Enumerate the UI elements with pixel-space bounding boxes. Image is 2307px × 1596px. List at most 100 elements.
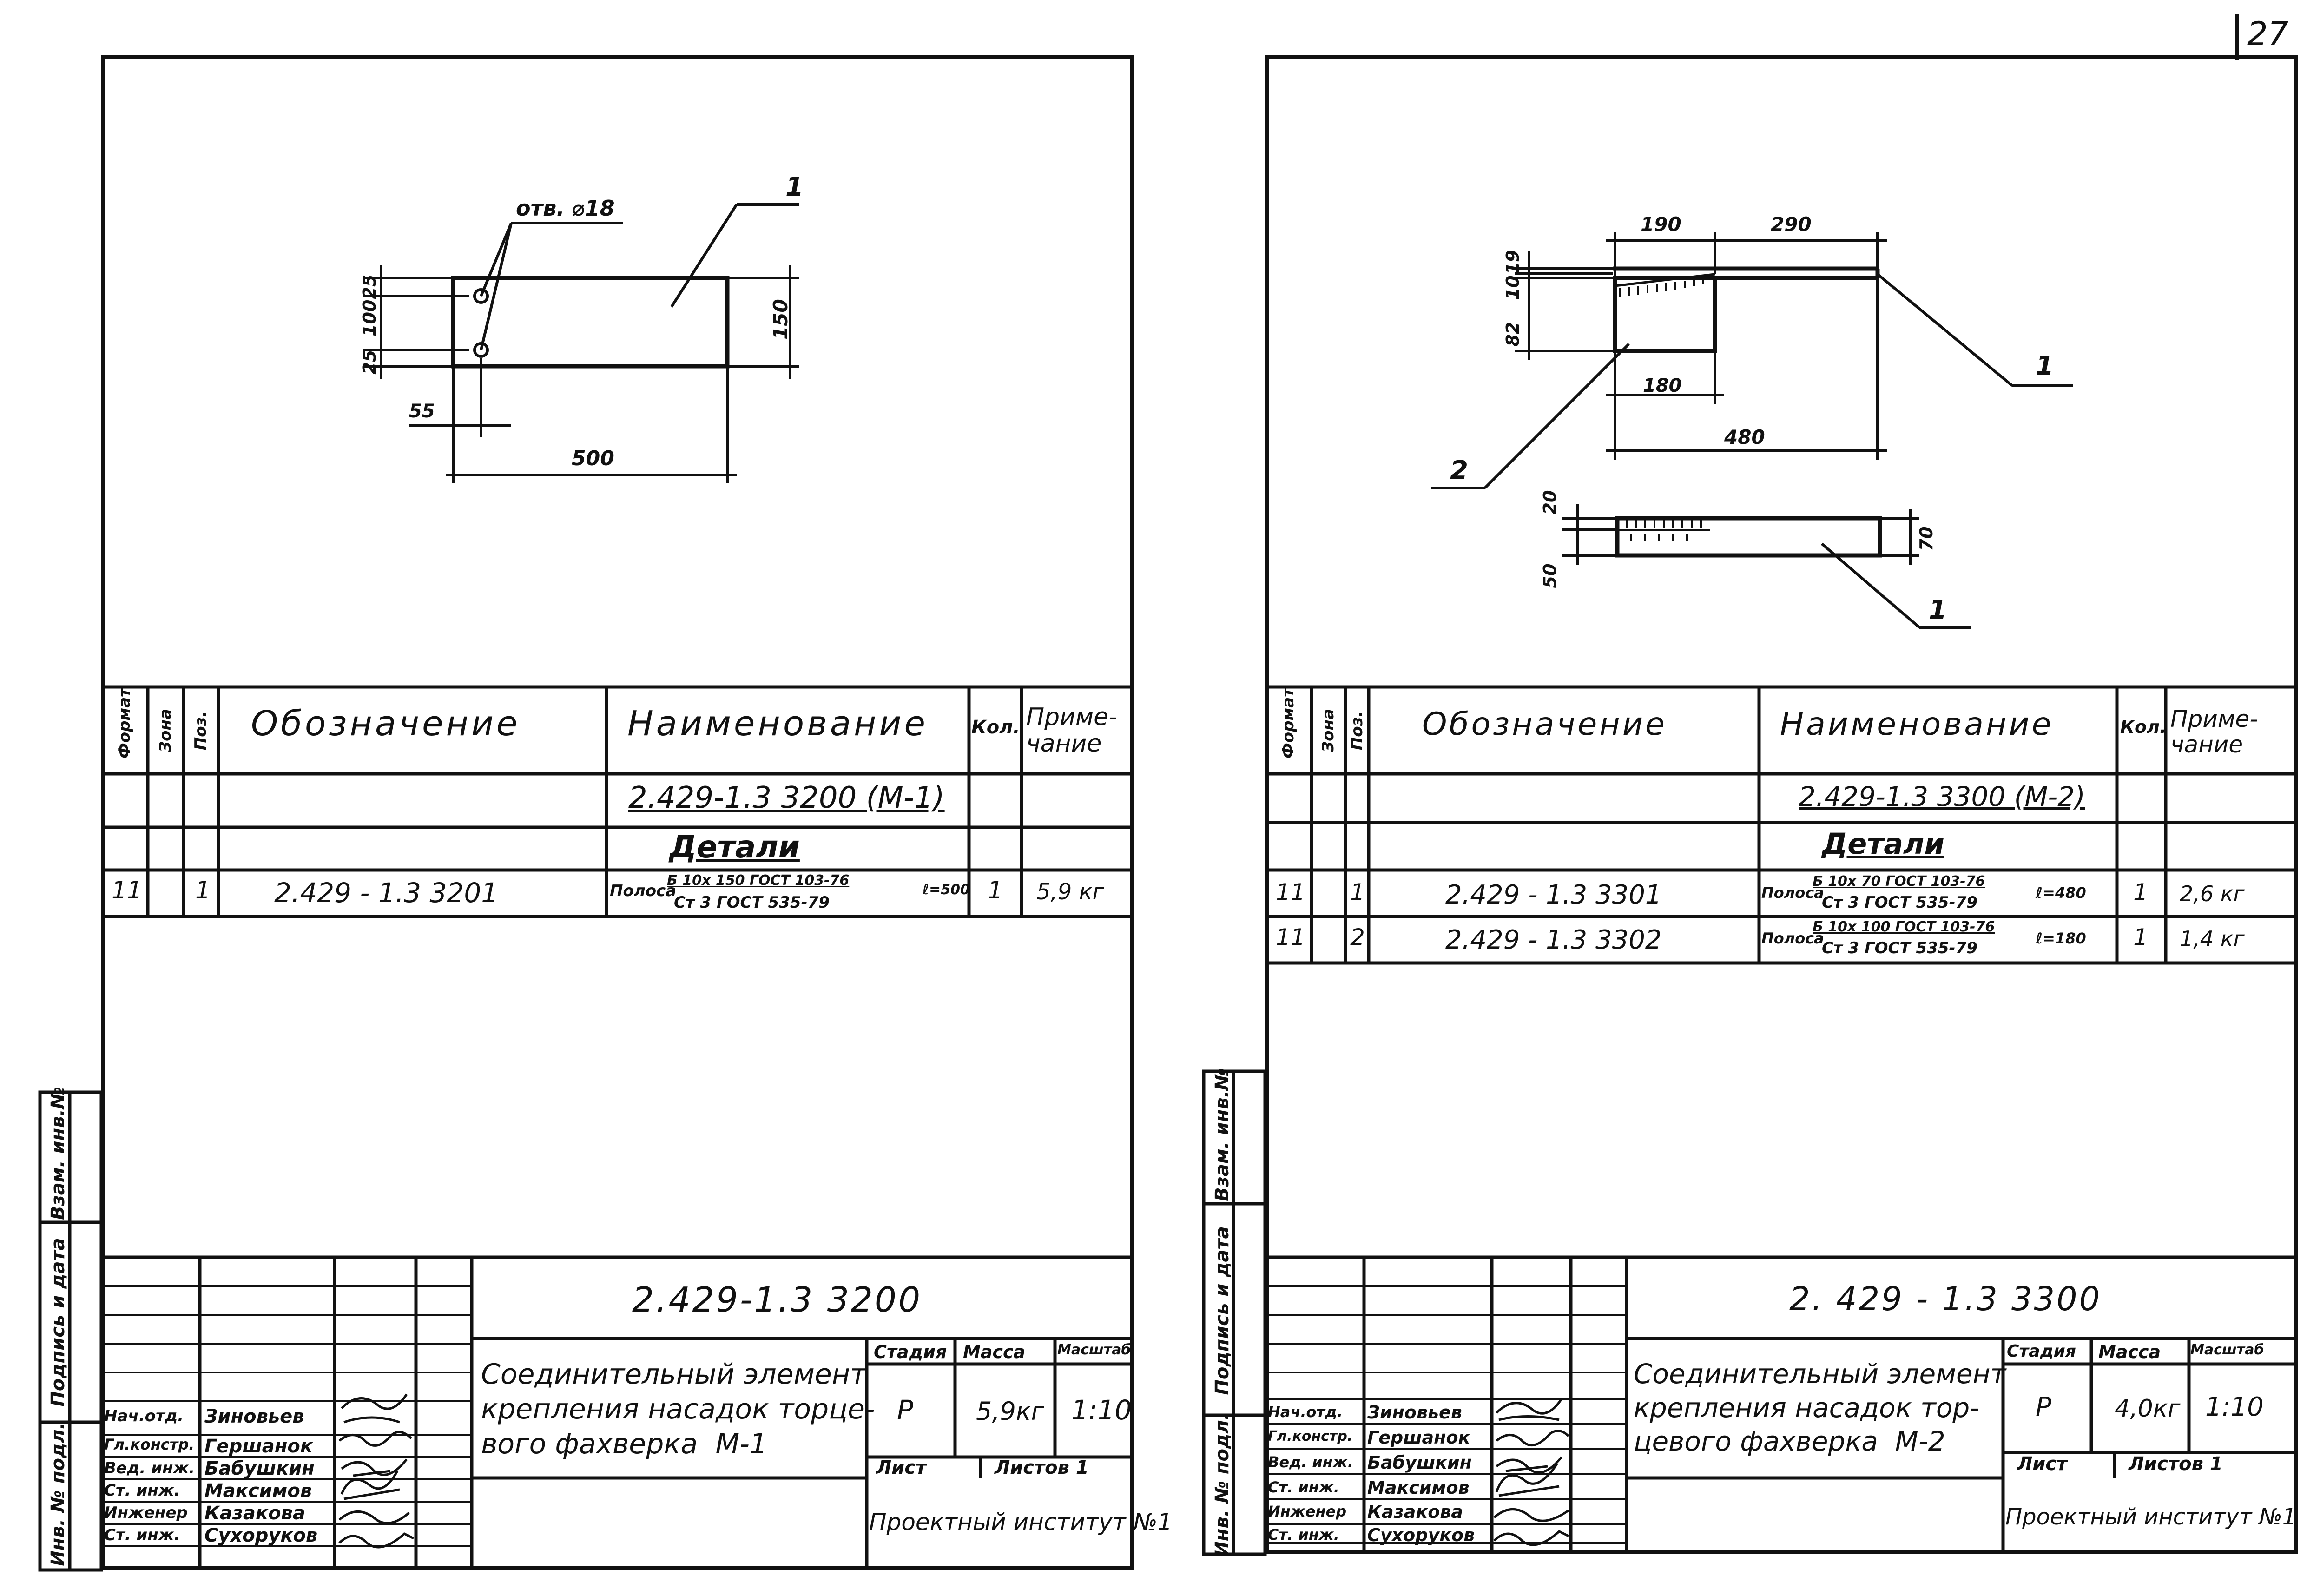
scale-header: Масштаб (1057, 1342, 1131, 1358)
person-name: Зиновьев (204, 1406, 304, 1427)
row-qty: 1 (988, 877, 1003, 904)
pos-label-1: 1 (785, 172, 804, 202)
row-qty: 1 (2133, 924, 2148, 951)
scale-value: 1:10 (1071, 1394, 1132, 1426)
mass-header: Масса (2098, 1342, 2161, 1362)
role-label: Вед. инж. (1268, 1453, 1353, 1471)
person-name: Сухоруков (204, 1525, 318, 1546)
row-format: 11 (1276, 924, 1305, 951)
signature-scribbles (338, 1393, 415, 1549)
row-name-length: ℓ=480 (2036, 884, 2086, 902)
mass-value: 5,9кг (976, 1397, 1044, 1426)
role-label: Нач.отд. (1268, 1403, 1343, 1421)
person-name: Гершанок (204, 1436, 313, 1457)
role-label: Вед. инж. (104, 1459, 195, 1477)
hole-top (473, 288, 489, 304)
col-qty-header: Кол. (2120, 717, 2167, 737)
role-label: Гл.констр. (1268, 1428, 1353, 1444)
row-name-length: ℓ=500 (923, 882, 970, 898)
pos-label-1-elevation: 1 (2036, 351, 2054, 381)
col-qty-header: Кол. (971, 717, 1020, 738)
row-name-prefix: Полоса (1761, 930, 1824, 947)
signature-scribbles (1493, 1398, 1569, 1546)
person-name: Казакова (1367, 1502, 1463, 1522)
person-name: Казакова (204, 1503, 305, 1524)
organization: Проектный институт №1 (2005, 1504, 2297, 1530)
row-name-bottom: Ст 3 ГОСТ 535-79 (674, 893, 830, 912)
hole-note: отв. ⌀18 (516, 196, 615, 221)
title-code: 2. 429 - 1.3 3300 (1789, 1280, 2102, 1318)
person-name: Максимов (204, 1480, 312, 1502)
dim-480: 480 (1724, 426, 1765, 448)
role-label: Инженер (104, 1504, 188, 1522)
mass-header: Масса (963, 1342, 1026, 1362)
scale-value: 1:10 (2205, 1392, 2264, 1422)
scale-header: Масштаб (2190, 1342, 2264, 1358)
row-designation: 2.429 - 1.3 3201 (274, 877, 499, 909)
row-format: 11 (1276, 879, 1305, 906)
role-label: Ст. инж. (104, 1481, 180, 1500)
dim-500: 500 (572, 447, 614, 470)
title-name: Соединительный элемент крепления насадок… (1634, 1358, 2006, 1457)
page-number: 27 (2247, 15, 2289, 53)
person-name: Сухоруков (1367, 1525, 1475, 1545)
stage-header: Стадия (874, 1342, 947, 1362)
role-label: Гл.констр. (104, 1436, 195, 1453)
col-note-header: Приме- чание (1026, 703, 1117, 758)
title-name: Соединительный элемент крепления насадок… (481, 1358, 875, 1460)
organization: Проектный институт №1 (869, 1509, 1173, 1536)
hole-bottom (473, 342, 489, 358)
dim-55: 55 (409, 401, 435, 422)
row-qty: 1 (2133, 879, 2148, 906)
section-details: Детали (669, 829, 800, 865)
pos-label-1-plan: 1 (1929, 595, 1947, 625)
person-name: Гершанок (1367, 1427, 1470, 1448)
page-number-divider (2235, 14, 2239, 60)
row-pos: 1 (1350, 879, 1365, 906)
col-designation-header: Обозначение (251, 704, 521, 744)
mass-value: 4,0кг (2115, 1395, 2181, 1423)
person-name: Максимов (1367, 1477, 1470, 1498)
role-label: Инженер (1268, 1503, 1347, 1520)
row-designation: 2.429 - 1.3 3302 (1445, 925, 1662, 955)
row-format: 11 (112, 877, 143, 904)
title-code: 2.429-1.3 3200 (632, 1280, 923, 1320)
row-pos: 2 (1350, 924, 1365, 951)
stage-header: Стадия (2007, 1342, 2076, 1361)
left-sheet-frame (101, 55, 1134, 1570)
row-name-top: Б 10x 150 ГОСТ 103-76 (667, 872, 850, 889)
stage-value: Р (897, 1394, 913, 1426)
row-name-prefix: Полоса (610, 882, 677, 900)
row-note: 5,9 кг (1036, 879, 1104, 905)
role-label: Ст. инж. (1268, 1526, 1339, 1543)
section-details: Детали (1822, 827, 1944, 861)
person-name: Бабушкин (1367, 1452, 1472, 1473)
dim-290: 290 (1771, 213, 1812, 236)
col-name-header: Наименование (627, 704, 929, 744)
assembly-designation: 2.429-1.3 3200 (М-1) (628, 781, 945, 815)
role-label: Ст. инж. (104, 1526, 180, 1544)
role-label: Ст. инж. (1268, 1478, 1339, 1496)
row-note: 1,4 кг (2180, 926, 2245, 951)
row-pos: 1 (195, 877, 211, 904)
right-sheet-frame (1265, 55, 2298, 1554)
row-name-length: ℓ=180 (2036, 930, 2086, 947)
assembly-designation: 2.429-1.3 3300 (М-2) (1799, 781, 2085, 812)
plate-outline (451, 276, 730, 369)
row-name-bottom: Ст 3 ГОСТ 535-79 (1822, 893, 1977, 912)
stage-value: Р (2036, 1392, 2051, 1422)
sheets-header: Листов 1 (2129, 1453, 2223, 1475)
row-name-top: Б 10x 100 ГОСТ 103-76 (1813, 919, 1995, 935)
sheets-header: Листов 1 (995, 1457, 1089, 1478)
dim-190: 190 (1641, 213, 1681, 236)
person-name: Зиновьев (1367, 1402, 1462, 1423)
row-note: 2,6 кг (2180, 881, 2245, 906)
